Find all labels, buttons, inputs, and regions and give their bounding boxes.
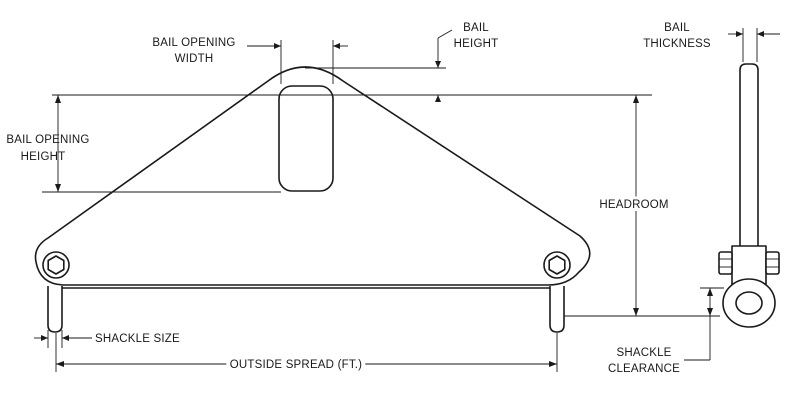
dimension-lines — [34, 28, 780, 372]
label-bail-thickness-line1: BAIL — [664, 22, 690, 34]
hex-bolt-icon — [47, 255, 65, 275]
label-headroom: HEADROOM — [599, 199, 668, 211]
label-shackle-clearance-line1: SHACKLE — [616, 347, 671, 359]
label-bail-height-line2: HEIGHT — [454, 38, 499, 50]
dimension-labels: BAIL OPENING WIDTH BAIL HEIGHT BAIL THIC… — [6, 22, 711, 375]
right-shackle — [543, 251, 571, 333]
label-bail-height-line1: BAIL — [463, 22, 489, 34]
bail-opening-slot — [278, 85, 334, 192]
label-bail-opening-height-line2: HEIGHT — [21, 151, 66, 163]
label-outside-spread: OUTSIDE SPREAD (FT.) — [230, 359, 362, 371]
label-bail-opening-width-line1: BAIL OPENING — [152, 37, 235, 49]
left-shackle — [42, 251, 70, 333]
label-shackle-size: SHACKLE SIZE — [95, 333, 180, 345]
lifting-beam-front-view — [34, 66, 591, 333]
label-shackle-clearance-line2: CLEARANCE — [608, 363, 680, 375]
label-bail-opening-width-line2: WIDTH — [175, 53, 214, 65]
label-bail-opening-height-line1: BAIL OPENING — [6, 134, 89, 146]
lifting-beam-side-view — [718, 63, 780, 328]
label-bail-thickness-line2: THICKNESS — [643, 38, 711, 50]
hex-bolt-icon — [548, 255, 566, 275]
